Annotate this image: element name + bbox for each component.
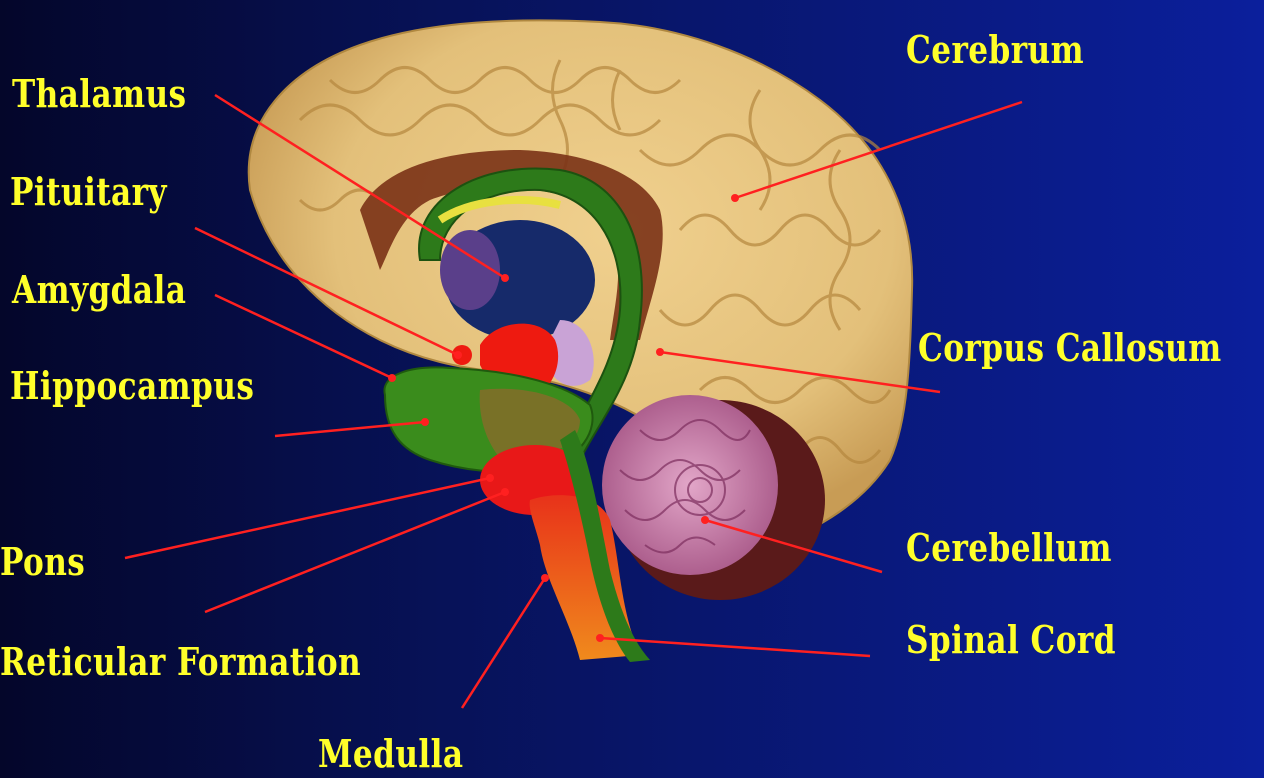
label-spinal-cord: Spinal Cord — [906, 618, 1116, 662]
pointer-reticular — [205, 492, 505, 612]
label-reticular-formation: Reticular Formation — [0, 640, 361, 684]
label-medulla: Medulla — [318, 732, 463, 776]
label-thalamus: Thalamus — [12, 72, 187, 116]
label-cerebellum: Cerebellum — [906, 526, 1112, 570]
label-corpus-callosum: Corpus Callosum — [918, 326, 1222, 370]
label-cerebrum: Cerebrum — [906, 28, 1084, 72]
pointer-pons — [125, 478, 490, 558]
label-pituitary: Pituitary — [10, 170, 167, 214]
pointer-medulla — [462, 578, 545, 708]
label-pons: Pons — [0, 540, 85, 584]
label-amygdala: Amygdala — [12, 268, 186, 312]
label-hippocampus: Hippocampus — [10, 364, 254, 408]
